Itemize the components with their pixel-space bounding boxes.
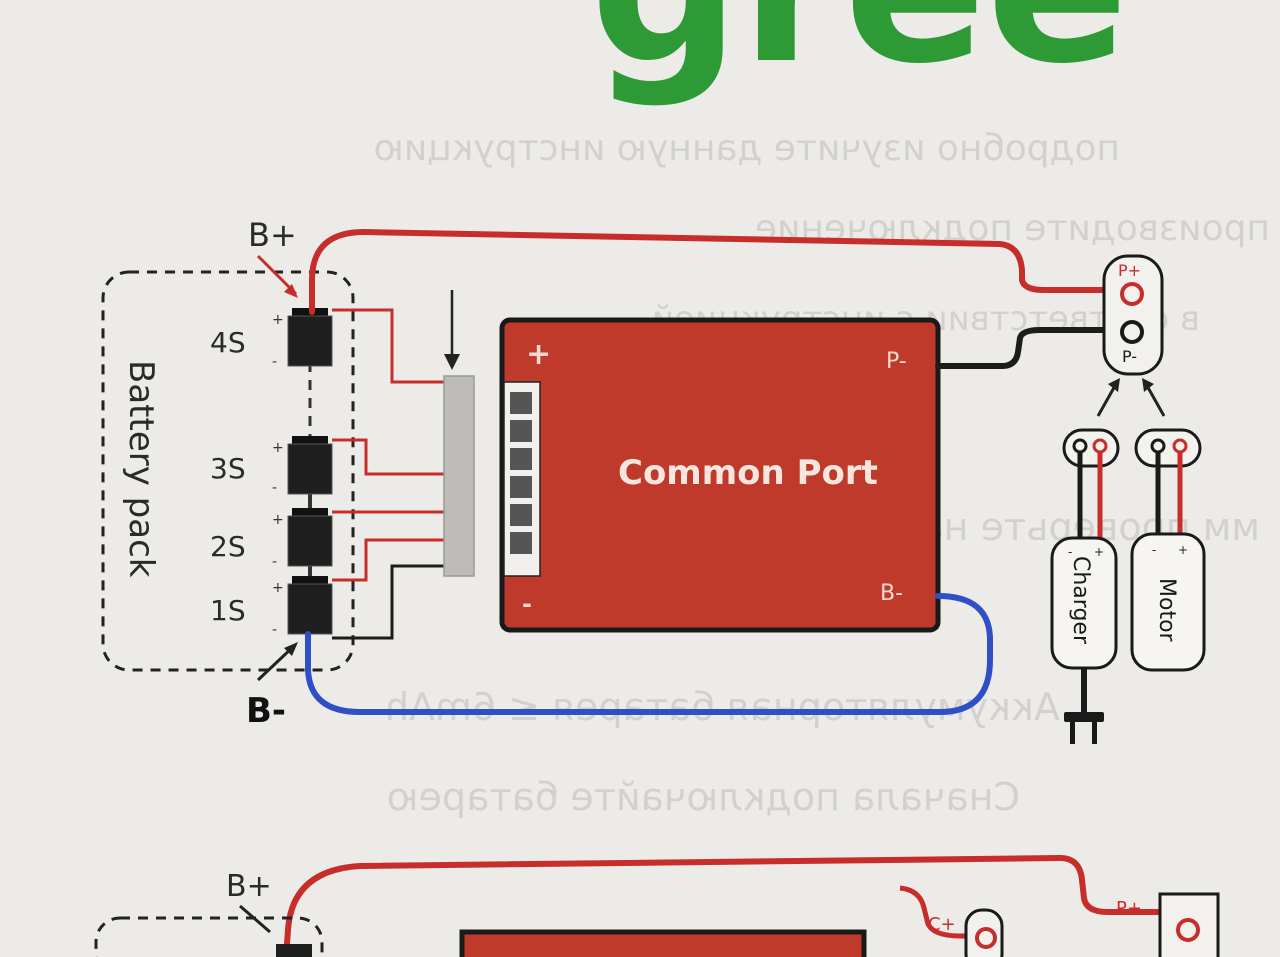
bg-text-line: Аккумуляторная батарея ≤ 6mAh <box>385 685 1060 729</box>
board-pminus-label: P- <box>886 349 907 374</box>
bms-board <box>499 317 941 633</box>
board-minus-sign: - <box>522 590 532 618</box>
bplus-label: B+ <box>248 216 297 254</box>
connect-arrow-icon <box>1142 378 1154 392</box>
svg-text:-: - <box>272 554 277 570</box>
balance-leads <box>332 308 446 640</box>
svg-text:-: - <box>272 480 277 496</box>
charger-label: Charger <box>1068 556 1093 645</box>
battery-cell <box>287 308 333 367</box>
svg-text:+: + <box>272 580 284 596</box>
battery-cell <box>287 508 333 567</box>
bplus-wire <box>309 228 1129 315</box>
svg-text:+: + <box>272 440 284 456</box>
cell-label-3s: 3S <box>210 452 246 485</box>
background-bleedthrough-text: подробно изучите данную инструкцию произ… <box>374 128 1271 819</box>
lower-pplus-label: P+ <box>1116 898 1142 919</box>
bg-text-line: Сначала подключайте батарею <box>387 775 1020 819</box>
battery-pack-frame <box>101 270 355 672</box>
board-socket-pins <box>510 392 532 554</box>
motor-label: Motor <box>1154 578 1179 643</box>
cell-label-2s: 2S <box>210 530 246 563</box>
mains-plug-icon <box>1064 712 1104 744</box>
board-bminus-label: B- <box>880 581 903 606</box>
battery-cell <box>287 436 333 495</box>
lower-cplus-label: C+ <box>928 914 956 935</box>
brand-logo-fragment: gree <box>590 0 1129 110</box>
battery-pack-label: Battery pack <box>121 360 161 578</box>
output-port-block <box>1102 254 1164 376</box>
charger-plug-head <box>1062 428 1120 468</box>
cell-label-1s: 1S <box>210 594 246 627</box>
svg-text:-: - <box>272 622 277 638</box>
svg-text:-: - <box>272 354 277 370</box>
lower-cplus-wire <box>899 885 984 939</box>
bminus-wire <box>305 593 993 715</box>
port-pminus-terminal <box>1120 320 1144 344</box>
lower-battery-frame <box>94 916 324 957</box>
cell-label-4s: 4S <box>210 326 246 359</box>
bminus-label: B- <box>246 691 286 731</box>
board-title: Common Port <box>618 453 878 493</box>
battery-cell <box>287 576 333 635</box>
pminus-wire <box>935 327 1129 369</box>
cell-polarity-marks: + - + - + - + - <box>272 312 284 638</box>
svg-text:-: - <box>1068 545 1072 559</box>
port-pminus-label: P- <box>1122 347 1137 366</box>
svg-text:+: + <box>1178 543 1188 557</box>
lower-bplus-wire <box>283 854 1180 957</box>
board-plus-sign: + <box>526 337 551 372</box>
motor-plug-head <box>1134 428 1202 468</box>
lower-board <box>459 929 867 957</box>
svg-text:+: + <box>1094 545 1104 559</box>
lower-cell <box>276 944 312 957</box>
bg-text-line: подробно изучите данную инструкцию <box>374 128 1121 169</box>
lower-bplus-label: B+ <box>226 869 272 904</box>
svg-text:+: + <box>272 512 284 528</box>
balance-connector-plug <box>443 375 475 577</box>
lower-output-port <box>1158 892 1220 957</box>
port-pplus-label: P+ <box>1118 261 1141 280</box>
svg-text:-: - <box>1152 543 1156 557</box>
insert-arrow-icon <box>444 354 460 370</box>
port-pplus-terminal <box>1120 282 1144 306</box>
svg-text:+: + <box>272 312 284 328</box>
lower-charge-port <box>964 908 1004 957</box>
motor-box <box>1130 532 1206 672</box>
connect-arrow-icon <box>1108 378 1120 392</box>
